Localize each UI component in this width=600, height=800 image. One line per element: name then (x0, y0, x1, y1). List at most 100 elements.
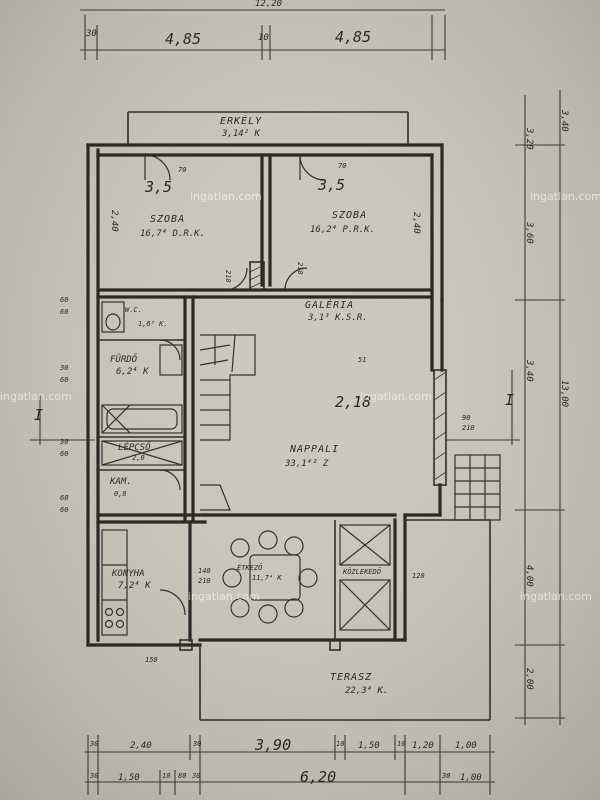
small-dim-1: 70 (178, 166, 186, 174)
etkezo-name: ÉTKEZŐ (237, 563, 263, 572)
bottom-r2-2: 1,50 (118, 773, 140, 783)
right-dim-mid: 3,60 (524, 221, 534, 244)
right-dim-a: 3,40 (559, 109, 569, 132)
section-mark-right: I (505, 391, 514, 409)
bottom-r1-8: 1,20 (412, 741, 434, 751)
top-dim-c: 10 (258, 33, 269, 43)
terasz-area: 22,3⁴ K. (345, 686, 388, 696)
dining-table (222, 530, 318, 624)
konyha-area: 7,2⁴ K (118, 581, 151, 591)
left-dim-8: 60 (60, 506, 68, 514)
szoba1-area: 16,7⁴ D.R.K. (140, 229, 205, 239)
watermark-4: ingatlan.com (360, 390, 432, 403)
left-dims: 60 60 30 60 30 60 60 60 (59, 296, 68, 514)
terasz-name: TERASZ (330, 672, 372, 683)
bottom-r2-3: 10 (162, 772, 170, 780)
bottom-r2-1: 30 (89, 772, 98, 780)
erkely-name: ERKÉLY (220, 114, 262, 127)
bottom-r2-6: 6,20 (300, 768, 336, 786)
top-dimension-lines: 12,20 30 4,85 10 4,85 (80, 0, 446, 60)
watermarks: ingatlan.com ingatlan.com ingatlan.com i… (0, 190, 600, 603)
left-dim-5: 30 (59, 438, 68, 446)
bottom-r1-2: 2,40 (130, 741, 152, 751)
small-dim-8: 120 (412, 572, 425, 580)
lepcso-name: LÉPCSŐ (118, 441, 151, 453)
left-dim-4: 60 (60, 376, 68, 384)
door-swings (144, 154, 326, 616)
left-dim-1: 60 (60, 296, 68, 304)
kitchen-fixtures (101, 529, 128, 636)
szoba2-height: 2,40 (411, 212, 421, 234)
watermark-5: ingatlan.com (188, 590, 260, 603)
left-dim-7: 60 (60, 494, 68, 502)
wc-name: W.C. (125, 306, 142, 314)
entrance-stairs (454, 454, 501, 521)
room-labels: ERKÉLY 3,14² K 3,5 SZOBA 16,7⁴ D.R.K. 2,… (109, 114, 421, 696)
right-dim-low: 4,00 (524, 565, 534, 587)
bottom-r2-5: 30 (191, 772, 200, 780)
szoba1-height: 2,40 (109, 210, 119, 232)
bathroom-fixtures (101, 301, 183, 466)
internal-staircase (199, 334, 256, 511)
bottom-r1-6: 1,50 (358, 741, 380, 751)
szoba2-number: 3,5 (317, 176, 345, 194)
watermark-3: ingatlan.com (0, 390, 72, 403)
nappali-height: 2,18 (335, 393, 371, 411)
bottom-r1-9: 1,00 (455, 741, 477, 751)
small-dim-2: 70 (338, 162, 346, 170)
hall-cabinets (339, 524, 391, 631)
watermark-6: ingatlan.com (520, 590, 592, 603)
small-dim-6: 210 (198, 577, 211, 585)
erkely-area: 3,14² K (221, 129, 261, 139)
interior-small-dims: 70 70 210 210 140 210 150 120 51 90 210 (145, 162, 475, 664)
right-dim-b: 3,40 (524, 359, 534, 382)
watermark-2: ingatlan.com (530, 190, 600, 203)
section-marks: I I (30, 370, 520, 445)
kozlekedo-name: KÖZLEKEDŐ (342, 567, 382, 576)
top-dim-d: 4,85 (335, 28, 371, 46)
top-dim-a: 30 (85, 29, 97, 39)
bottom-r1-4: 3,90 (254, 736, 291, 754)
kam-name: KAM. (109, 477, 132, 487)
right-dim-top: 3,20 (524, 127, 534, 150)
small-dim-7: 150 (145, 656, 158, 664)
right-dimension-lines: 3,20 3,60 4,00 2,00 13,00 3,40 3,40 (515, 90, 569, 725)
left-dim-3: 30 (59, 364, 68, 372)
hatched-walls (179, 261, 341, 651)
watermark-1: ingatlan.com (190, 190, 262, 203)
bottom-dimension-lines: 30 2,40 30 3,90 10 1,50 10 1,20 1,00 30 … (85, 735, 495, 795)
szoba1-number: 3,5 (144, 178, 172, 196)
galeria-area: 3,1³ K.S.R. (307, 313, 368, 323)
szoba2-area: 16,2⁴ P.R.K. (310, 225, 375, 235)
bottom-r1-7: 10 (397, 740, 405, 748)
nappali-area: 33,1⁴² Z (284, 459, 329, 469)
small-dim-3: 210 (224, 270, 232, 283)
left-dim-2: 60 (60, 308, 68, 316)
small-dim-9: 51 (358, 356, 366, 364)
nappali-name: NAPPALI (289, 444, 339, 455)
kam-area: 0,8 (114, 490, 127, 498)
szoba2-name: SZOBA (332, 210, 367, 221)
galeria-name: GALÉRIA (305, 298, 354, 311)
bottom-r1-3: 30 (192, 740, 201, 748)
bottom-r1-5: 10 (336, 740, 344, 748)
furdo-area: 6,2⁴ K (116, 367, 149, 377)
bottom-r2-8: 1,00 (460, 773, 482, 783)
left-dim-6: 60 (60, 450, 68, 458)
small-dim-11: 210 (462, 424, 475, 432)
right-dim-bottom: 2,00 (524, 668, 534, 690)
section-mark-left: I (34, 406, 43, 424)
bottom-r1-1: 30 (89, 740, 98, 748)
top-dim-b: 4,85 (165, 30, 201, 48)
etkezo-area: 11,7⁴ K (252, 574, 282, 582)
furdo-name: FÜRDŐ (110, 354, 138, 365)
right-dim-total: 13,00 (559, 380, 569, 407)
small-dim-4: 210 (296, 262, 304, 275)
lepcso-area: 2,0 (132, 454, 145, 462)
bottom-r2-4: 80 (178, 772, 186, 780)
small-dim-5: 140 (198, 567, 211, 575)
small-dim-10: 90 (462, 414, 470, 422)
szoba1-name: SZOBA (150, 214, 185, 225)
